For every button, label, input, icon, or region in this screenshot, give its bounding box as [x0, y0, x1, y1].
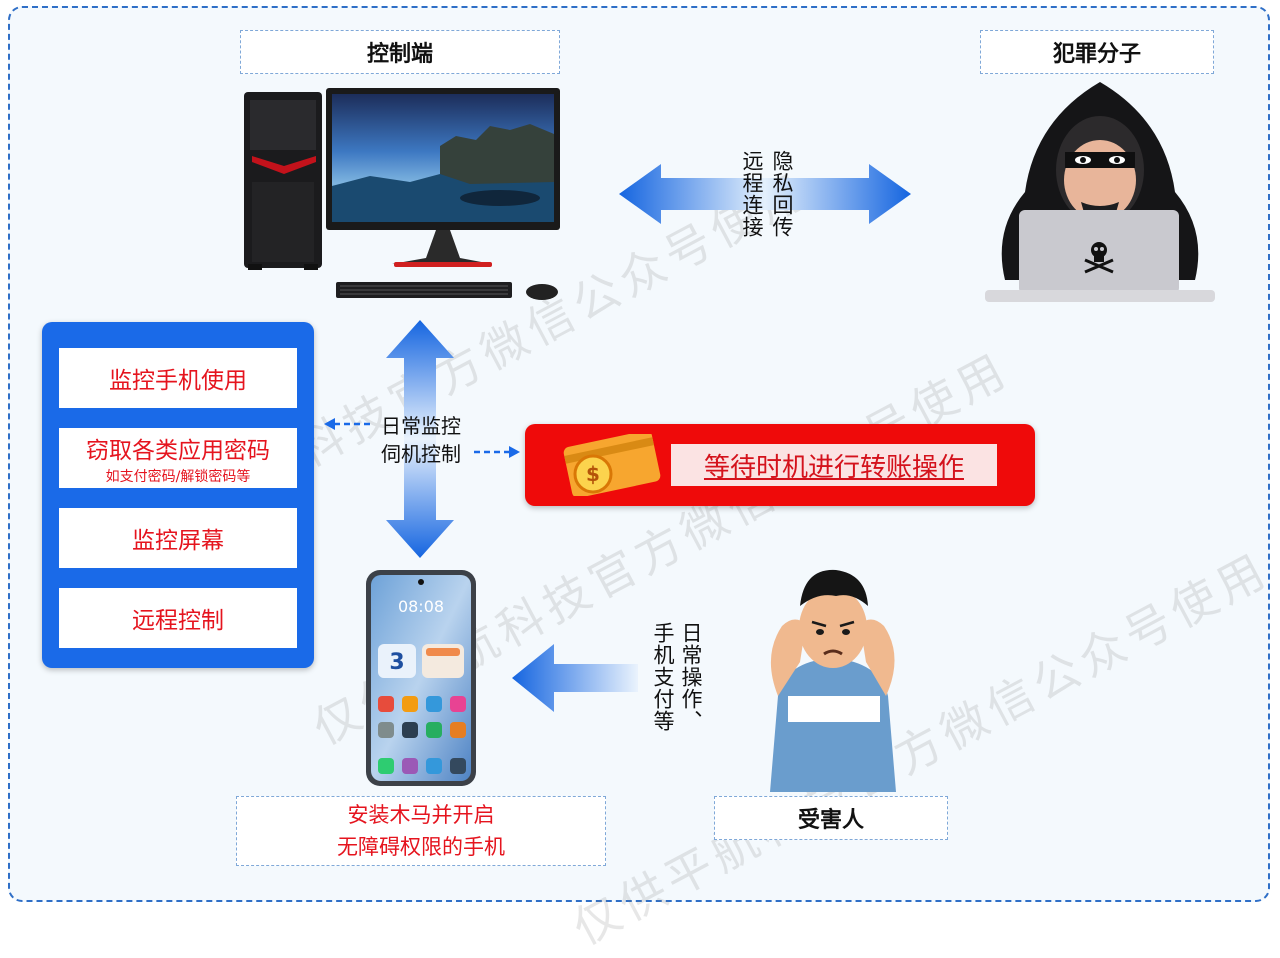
panel-item-label: 监控屏幕: [132, 528, 224, 554]
panel-item-label: 监控手机使用: [109, 368, 247, 394]
double-arrow-icon: [619, 164, 911, 224]
panel-item-label: 远程控制: [132, 608, 224, 634]
capabilities-panel: 监控手机使用 窃取各类应用密码 如支付密码/解锁密码等 监控屏幕 远程控制: [42, 322, 314, 668]
panel-item-remote-control: 远程控制: [59, 588, 297, 648]
panel-item-steal-passwords: 窃取各类应用密码 如支付密码/解锁密码等: [59, 428, 297, 488]
transfer-alert-bar: $ 等待时机进行转账操作: [525, 424, 1035, 506]
privacy-label: 隐私回传: [770, 150, 794, 238]
panel-item-label: 窃取各类应用密码: [86, 437, 270, 464]
victim-label: 受害人: [714, 796, 948, 840]
center-label-line2: 伺机控制: [381, 442, 461, 466]
svg-text:$: $: [586, 462, 600, 486]
phone-widget-number: 3: [389, 650, 404, 675]
vertical-double-arrow-icon: [386, 320, 454, 558]
phone-caption-line2: 无障碍权限的手机: [337, 835, 505, 859]
control-end-label: 控制端: [240, 30, 560, 74]
panel-item-monitor-usage: 监控手机使用: [59, 348, 297, 408]
center-monitor-label: 日常监控 伺机控制: [362, 412, 480, 468]
phone-time: 08:08: [398, 597, 444, 616]
daily-ops-label-col1: 日常操作、: [679, 622, 703, 732]
panel-item-sublabel: 如支付密码/解锁密码等: [105, 468, 251, 485]
dashed-arrow-right-icon: [474, 446, 520, 458]
center-label-line1: 日常监控: [381, 414, 461, 438]
phone-caption-line1: 安装木马并开启: [347, 803, 495, 827]
phone-caption-box: 安装木马并开启 无障碍权限的手机: [236, 796, 606, 866]
transfer-alert-text: 等待时机进行转账操作: [671, 444, 997, 486]
dashed-arrow-left-icon: [324, 418, 370, 430]
coin-card-icon: $: [563, 434, 661, 496]
control-end-text: 控制端: [366, 42, 433, 67]
criminal-text: 犯罪分子: [1052, 42, 1141, 67]
desktop-computer-icon: [244, 88, 560, 300]
victim-person-icon: [770, 569, 896, 792]
criminal-label: 犯罪分子: [980, 30, 1214, 74]
smartphone-icon: 08:08 3: [366, 570, 476, 786]
panel-item-monitor-screen: 监控屏幕: [59, 508, 297, 568]
left-arrow-icon: [512, 644, 638, 712]
victim-text: 受害人: [797, 808, 864, 833]
daily-ops-label-col2: 手机支付等: [651, 622, 675, 732]
remote-connect-label: 远程连接: [740, 150, 764, 238]
hacker-icon: [985, 82, 1215, 302]
